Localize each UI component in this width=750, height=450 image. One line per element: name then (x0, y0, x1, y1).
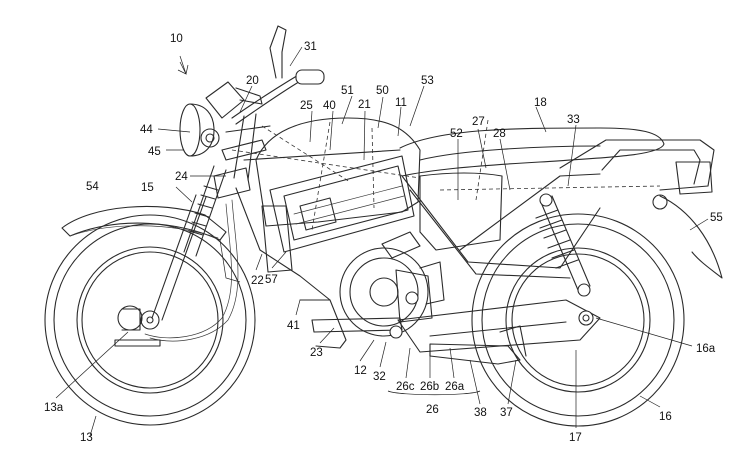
label-18: 18 (534, 97, 547, 109)
label-51: 51 (341, 85, 354, 97)
grip (295, 69, 325, 85)
label-23: 23 (310, 347, 323, 359)
rear-shock (535, 193, 591, 297)
front-fender (61, 205, 227, 241)
rear-wheel (471, 213, 685, 427)
mirror (269, 25, 287, 79)
front-wheel (44, 214, 256, 426)
label-16a: 16a (696, 343, 716, 355)
label-38: 38 (474, 407, 487, 419)
motor (339, 231, 445, 337)
label-33: 33 (567, 114, 580, 126)
label-13: 13 (80, 432, 93, 444)
label-22: 22 (251, 275, 264, 287)
label-52: 52 (450, 128, 463, 140)
label-55: 55 (710, 212, 723, 224)
label-24: 24 (175, 171, 188, 183)
label-25: 25 (300, 100, 313, 112)
side-cover (419, 172, 503, 251)
rear-fender (659, 195, 723, 279)
leader-lines (55, 46, 709, 437)
label-15: 15 (141, 182, 154, 194)
label-17: 17 (569, 432, 582, 444)
label-16: 16 (659, 411, 672, 423)
label-31: 31 (304, 41, 317, 53)
label-26a: 26a (445, 381, 465, 393)
label-28: 28 (493, 128, 506, 140)
label-11: 11 (395, 97, 407, 109)
arrow-icon (177, 61, 189, 75)
label-26b: 26b (420, 381, 439, 393)
handlebar (231, 73, 301, 119)
seat (399, 127, 665, 177)
label-57: 57 (265, 274, 278, 286)
label-54: 54 (86, 181, 99, 193)
meter (205, 81, 245, 119)
label-53: 53 (421, 75, 434, 87)
battery-unit (261, 155, 415, 273)
reference-labels: 10 31 20 50 53 51 21 11 25 40 18 44 45 2… (44, 33, 723, 444)
label-26c: 26c (396, 381, 415, 393)
label-32: 32 (373, 371, 386, 383)
headlight (179, 103, 220, 157)
tank-cover (231, 117, 421, 231)
rear-carrier (559, 139, 715, 191)
label-40: 40 (323, 100, 336, 112)
label-13a: 13a (44, 402, 64, 414)
front-fork (151, 165, 227, 321)
label-50: 50 (376, 85, 389, 97)
label-21: 21 (358, 99, 371, 111)
label-44: 44 (140, 124, 153, 136)
swingarm (397, 299, 601, 353)
label-26: 26 (426, 404, 439, 416)
label-20: 20 (246, 75, 259, 87)
label-27: 27 (472, 116, 485, 128)
label-37: 37 (500, 407, 513, 419)
label-12: 12 (354, 365, 367, 377)
label-10: 10 (170, 33, 183, 45)
label-45: 45 (148, 146, 161, 158)
label-41: 41 (287, 320, 300, 332)
